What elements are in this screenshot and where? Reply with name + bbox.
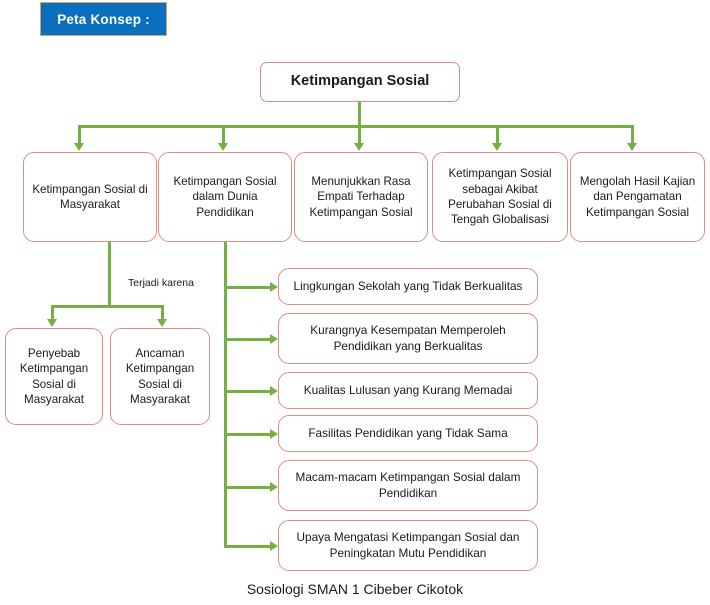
- arrow-right-icon-1: [270, 282, 278, 292]
- node-label: Kualitas Lulusan yang Kurang Memadai: [303, 382, 513, 397]
- node-label: Macam-macam Ketimpangan Sosial dalam Pen…: [295, 469, 521, 500]
- node-label: Penyebab Ketimpangan Sosial di Masyaraka…: [19, 346, 89, 406]
- peta-konsep-header-label: Peta Konsep :: [57, 11, 150, 27]
- node-label: Lingkungan Sekolah yang Tidak Berkualita…: [293, 278, 523, 293]
- node-label: Ketimpangan Sosial dalam Dunia Pendidika…: [173, 175, 277, 219]
- node-label: Upaya Mengatasi Ketimpangan Sosial dan P…: [296, 529, 520, 560]
- connector-root-stem: [358, 102, 361, 127]
- connector-drop-3: [358, 125, 361, 145]
- arrow-right-icon-3: [270, 386, 278, 396]
- node-akibat-perubahan-sosial-globalisasi: Ketimpangan Sosial sebagai Akibat Peruba…: [432, 152, 568, 242]
- arrow-right-icon-2: [270, 334, 278, 344]
- arrow-right-icon-4: [270, 429, 278, 439]
- node-kualitas-lulusan-kurang-memadai: Kualitas Lulusan yang Kurang Memadai: [278, 372, 538, 409]
- arrow-down-icon-4: [492, 143, 502, 151]
- connector-branch-edu-6: [224, 545, 272, 548]
- connector-drop-penyebab: [51, 305, 54, 321]
- node-fasilitas-pendidikan-tidak-sama: Fasilitas Pendidikan yang Tidak Sama: [278, 415, 538, 452]
- node-label: Ketimpangan Sosial sebagai Akibat Peruba…: [448, 167, 552, 227]
- connector-branch-edu-2: [224, 338, 272, 341]
- connector-masyarakat-stem: [108, 242, 111, 308]
- node-lingkungan-sekolah-tidak-berkualitas: Lingkungan Sekolah yang Tidak Berkualita…: [278, 268, 538, 305]
- node-label: Fasilitas Pendidikan yang Tidak Sama: [308, 425, 508, 440]
- arrow-down-icon-penyebab: [47, 319, 57, 327]
- node-label: Ketimpangan Sosial di Masyarakat: [32, 182, 148, 211]
- connector-pendidikan-trunk: [224, 242, 227, 546]
- connector-drop-4: [496, 125, 499, 145]
- node-label: Menunjukkan Rasa Empati Terhadap Ketimpa…: [309, 175, 413, 219]
- footer-caption: Sosiologi SMAN 1 Cibeber Cikotok: [246, 581, 464, 597]
- root-node-label: Ketimpangan Sosial: [290, 73, 430, 90]
- node-label: Mengolah Hasil Kajian dan Pengamatan Ket…: [579, 175, 696, 219]
- connector-drop-ancaman: [161, 305, 164, 321]
- root-node-ketimpangan-sosial: Ketimpangan Sosial: [260, 62, 460, 102]
- node-ketimpangan-sosial-di-masyarakat: Ketimpangan Sosial di Masyarakat: [23, 152, 157, 242]
- connector-drop-5: [631, 125, 634, 145]
- connector-branch-edu-3: [224, 390, 272, 393]
- node-upaya-mengatasi-ketimpangan-sosial: Upaya Mengatasi Ketimpangan Sosial dan P…: [278, 520, 538, 571]
- connector-masyarakat-bus: [51, 305, 164, 308]
- peta-konsep-header: Peta Konsep :: [40, 2, 167, 36]
- node-ketimpangan-sosial-dalam-dunia-pendidikan: Ketimpangan Sosial dalam Dunia Pendidika…: [158, 152, 292, 242]
- node-label: Kurangnya Kesempatan Memperoleh Pendidik…: [310, 322, 506, 353]
- branch-label-terjadi-karena: Terjadi karena: [128, 277, 194, 289]
- arrow-right-icon-5: [270, 482, 278, 492]
- node-ancaman-ketimpangan-sosial-di-masyarakat: Ancaman Ketimpangan Sosial di Masyarakat: [110, 328, 210, 425]
- node-kurangnya-kesempatan-memperoleh-pendidikan: Kurangnya Kesempatan Memperoleh Pendidik…: [278, 313, 538, 364]
- arrow-down-icon-3: [354, 143, 364, 151]
- connector-branch-edu-4: [224, 433, 272, 436]
- arrow-down-icon-5: [627, 143, 637, 151]
- arrow-down-icon-2: [218, 143, 228, 151]
- node-penyebab-ketimpangan-sosial-di-masyarakat: Penyebab Ketimpangan Sosial di Masyaraka…: [5, 328, 103, 425]
- node-label: Ancaman Ketimpangan Sosial di Masyarakat: [125, 346, 195, 406]
- connector-drop-1: [78, 125, 81, 145]
- arrow-down-icon-ancaman: [157, 319, 167, 327]
- arrow-down-icon-1: [74, 143, 84, 151]
- connector-branch-edu-1: [224, 286, 272, 289]
- connector-branch-edu-5: [224, 486, 272, 489]
- connector-main-bus: [78, 125, 634, 128]
- arrow-right-icon-6: [270, 541, 278, 551]
- node-mengolah-hasil-kajian-pengamatan: Mengolah Hasil Kajian dan Pengamatan Ket…: [570, 152, 705, 242]
- node-menunjukkan-rasa-empati: Menunjukkan Rasa Empati Terhadap Ketimpa…: [294, 152, 428, 242]
- connector-drop-2: [222, 125, 225, 145]
- node-macam-macam-ketimpangan-sosial-pendidikan: Macam-macam Ketimpangan Sosial dalam Pen…: [278, 460, 538, 511]
